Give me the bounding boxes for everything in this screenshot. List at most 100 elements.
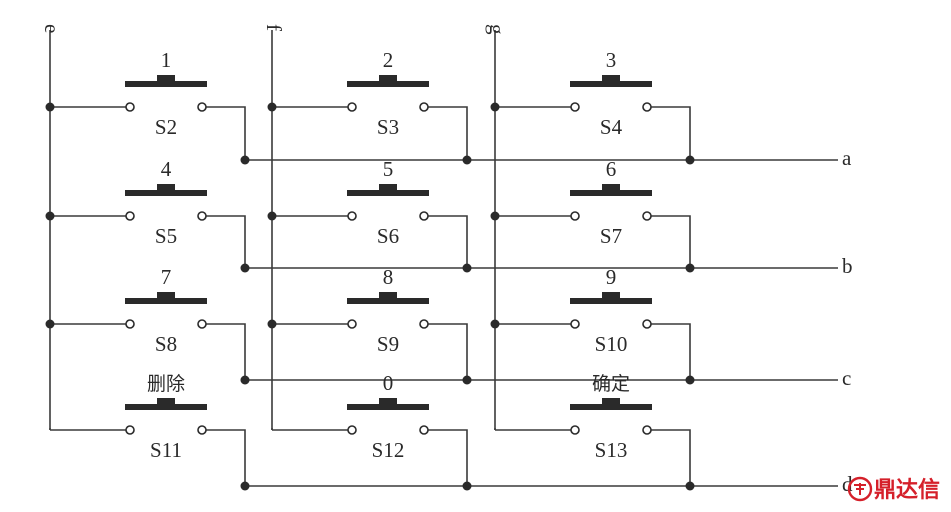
- wire-right-S6: [428, 215, 468, 268]
- parts-layer: [45, 75, 695, 491]
- key-label-S7: 6: [606, 157, 617, 181]
- terminal-right-S11: [197, 425, 207, 435]
- switch-knob-S2: [157, 75, 175, 82]
- column-label-f: f: [262, 24, 286, 31]
- switch-knob-S9: [379, 292, 397, 299]
- terminal-right-S7: [642, 211, 652, 221]
- junction-dot-S2: [45, 102, 55, 112]
- switch-id-S10: S10: [595, 332, 628, 356]
- wire-right-S4: [651, 106, 691, 160]
- switch-knob-S13: [602, 398, 620, 405]
- terminal-left-S2: [125, 102, 135, 112]
- junction-dot-S4: [490, 102, 500, 112]
- terminal-left-S4: [570, 102, 580, 112]
- terminal-left-S3: [347, 102, 357, 112]
- switch-bar-S10: [570, 298, 652, 304]
- switch-bar-S2: [125, 81, 207, 87]
- key-label-S11: 删除: [147, 373, 185, 395]
- wire-right-S13: [651, 429, 691, 486]
- key-label-S12: 0: [383, 371, 394, 395]
- terminal-left-S11: [125, 425, 135, 435]
- terminal-right-S13: [642, 425, 652, 435]
- switch-knob-S4: [602, 75, 620, 82]
- switch-id-S13: S13: [595, 438, 628, 462]
- terminal-left-S5: [125, 211, 135, 221]
- key-label-S13: 确定: [592, 373, 630, 395]
- switch-knob-S12: [379, 398, 397, 405]
- switch-knob-S8: [157, 292, 175, 299]
- switch-bar-S6: [347, 190, 429, 196]
- logo-mark-icon: [847, 476, 873, 502]
- row-junction-dot-S3: [462, 155, 472, 165]
- row-label-b: b: [842, 254, 853, 278]
- key-label-S4: 3: [606, 48, 617, 72]
- wire-right-S7: [651, 215, 691, 268]
- switch-id-S4: S4: [600, 115, 623, 139]
- wire-right-S10: [651, 323, 691, 380]
- column-label-g: g: [485, 24, 509, 35]
- key-label-S3: 2: [383, 48, 394, 72]
- wire-right-S9: [428, 323, 468, 380]
- row-junction-dot-S4: [685, 155, 695, 165]
- junction-dot-S9: [267, 319, 277, 329]
- switch-bar-S8: [125, 298, 207, 304]
- terminal-left-S12: [347, 425, 357, 435]
- key-label-S2: 1: [161, 48, 172, 72]
- key-label-S10: 9: [606, 265, 617, 289]
- switch-id-S12: S12: [372, 438, 405, 462]
- junction-dot-S10: [490, 319, 500, 329]
- terminal-left-S7: [570, 211, 580, 221]
- switch-id-S6: S6: [377, 224, 399, 248]
- row-junction-dot-S7: [685, 263, 695, 273]
- row-junction-dot-S6: [462, 263, 472, 273]
- junction-dot-S8: [45, 319, 55, 329]
- switch-bar-S4: [570, 81, 652, 87]
- terminal-left-S9: [347, 319, 357, 329]
- wire-right-S2: [206, 106, 246, 160]
- switch-id-S3: S3: [377, 115, 399, 139]
- switch-knob-S7: [602, 184, 620, 191]
- terminal-left-S6: [347, 211, 357, 221]
- terminal-right-S6: [419, 211, 429, 221]
- wire-right-S5: [206, 215, 246, 268]
- switch-bar-S3: [347, 81, 429, 87]
- switch-knob-S10: [602, 292, 620, 299]
- row-junction-dot-S12: [462, 481, 472, 491]
- switch-bar-S11: [125, 404, 207, 410]
- watermark-text: 鼎达信: [874, 477, 940, 503]
- terminal-right-S8: [197, 319, 207, 329]
- row-label-c: c: [842, 366, 851, 390]
- terminal-right-S12: [419, 425, 429, 435]
- switch-id-S2: S2: [155, 115, 177, 139]
- row-junction-dot-S13: [685, 481, 695, 491]
- switch-id-S7: S7: [600, 224, 622, 248]
- wires-layer: [49, 30, 838, 487]
- column-label-e: e: [40, 24, 64, 33]
- key-label-S8: 7: [161, 265, 172, 289]
- terminal-left-S13: [570, 425, 580, 435]
- row-junction-dot-S2: [240, 155, 250, 165]
- switch-knob-S3: [379, 75, 397, 82]
- key-label-S9: 8: [383, 265, 394, 289]
- key-label-S6: 5: [383, 157, 394, 181]
- row-label-d: d: [842, 472, 853, 496]
- switch-id-S9: S9: [377, 332, 399, 356]
- switch-id-S8: S8: [155, 332, 177, 356]
- switch-knob-S6: [379, 184, 397, 191]
- terminal-right-S3: [419, 102, 429, 112]
- key-label-S5: 4: [161, 157, 172, 181]
- row-junction-dot-S5: [240, 263, 250, 273]
- watermark-logo: 鼎达信: [847, 476, 940, 503]
- switch-bar-S9: [347, 298, 429, 304]
- terminal-right-S2: [197, 102, 207, 112]
- switch-bar-S7: [570, 190, 652, 196]
- row-label-a: a: [842, 146, 852, 170]
- switch-knob-S5: [157, 184, 175, 191]
- terminal-left-S8: [125, 319, 135, 329]
- switch-bar-S5: [125, 190, 207, 196]
- terminal-right-S5: [197, 211, 207, 221]
- wire-right-S11: [206, 429, 246, 486]
- switch-id-S11: S11: [150, 438, 182, 462]
